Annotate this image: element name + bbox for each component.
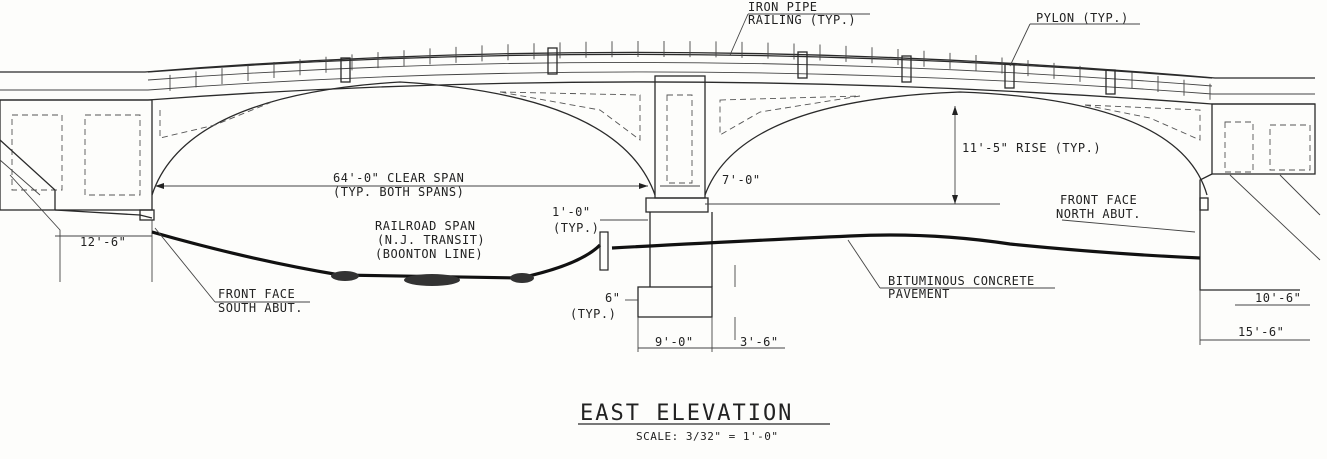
label-front-face-north: FRONT FACE — [1060, 193, 1137, 207]
label-one-foot-typ: (TYP.) — [553, 221, 599, 235]
label-boonton-line: (BOONTON LINE) — [375, 247, 483, 261]
label-bituminous: BITUMINOUS CONCRETE — [888, 274, 1035, 288]
deck-top-line — [0, 51, 1315, 79]
label-railing-typ: RAILING (TYP.) — [748, 13, 856, 27]
pylons — [340, 47, 1116, 95]
deck-bottom-line — [0, 81, 1315, 105]
label-nj-transit: (N.J. TRANSIT) — [377, 233, 485, 247]
label-rise: 11'-5" RISE (TYP.) — [962, 141, 1101, 155]
label-north-abut: NORTH ABUT. — [1056, 207, 1141, 221]
label-one-foot: 1'-0" — [552, 205, 591, 219]
label-railroad-span: RAILROAD SPAN — [375, 219, 475, 233]
label-front-face-south: FRONT FACE — [218, 287, 295, 301]
north-abutment — [1199, 103, 1321, 345]
south-abutment — [0, 99, 155, 282]
deck-mid-line — [0, 71, 1315, 95]
label-six-inch: 6" — [605, 291, 620, 305]
label-iron-pipe: IRON PIPE — [748, 0, 818, 14]
center-pier — [637, 75, 713, 352]
railing-posts — [169, 40, 1211, 100]
drawing-scale: SCALE: 3/32" = 1'-0" — [636, 430, 778, 443]
label-fifteen-six: 15'-6" — [1238, 325, 1284, 339]
label-six-inch-typ: (TYP.) — [570, 307, 616, 321]
label-pavement: PAVEMENT — [888, 287, 950, 301]
label-pier-width: 7'-0" — [722, 173, 761, 187]
drawing-title: EAST ELEVATION — [580, 401, 793, 426]
dimension-lines — [55, 106, 1310, 349]
north-arch-intrados — [704, 91, 1208, 196]
railing-top — [147, 53, 1213, 79]
label-south-abut: SOUTH ABUT. — [218, 301, 303, 315]
leader-lines — [154, 13, 1196, 303]
label-clear-span: 64'-0" CLEAR SPAN — [333, 171, 464, 185]
label-both-spans: (TYP. BOTH SPANS) — [333, 185, 464, 199]
bituminous-pavement — [611, 233, 1201, 260]
railroad-ballast — [331, 231, 609, 286]
label-nine-ft: 9'-0" — [655, 335, 694, 349]
railing-rail — [147, 61, 1213, 87]
spandrel-panels — [159, 91, 1201, 141]
label-pylon: PYLON (TYP.) — [1036, 11, 1129, 25]
label-ten-six: 10'-6" — [1255, 291, 1301, 305]
label-three-six: 3'-6" — [740, 335, 779, 349]
label-twelve-six: 12'-6" — [80, 235, 126, 249]
south-arch-intrados — [151, 81, 656, 196]
